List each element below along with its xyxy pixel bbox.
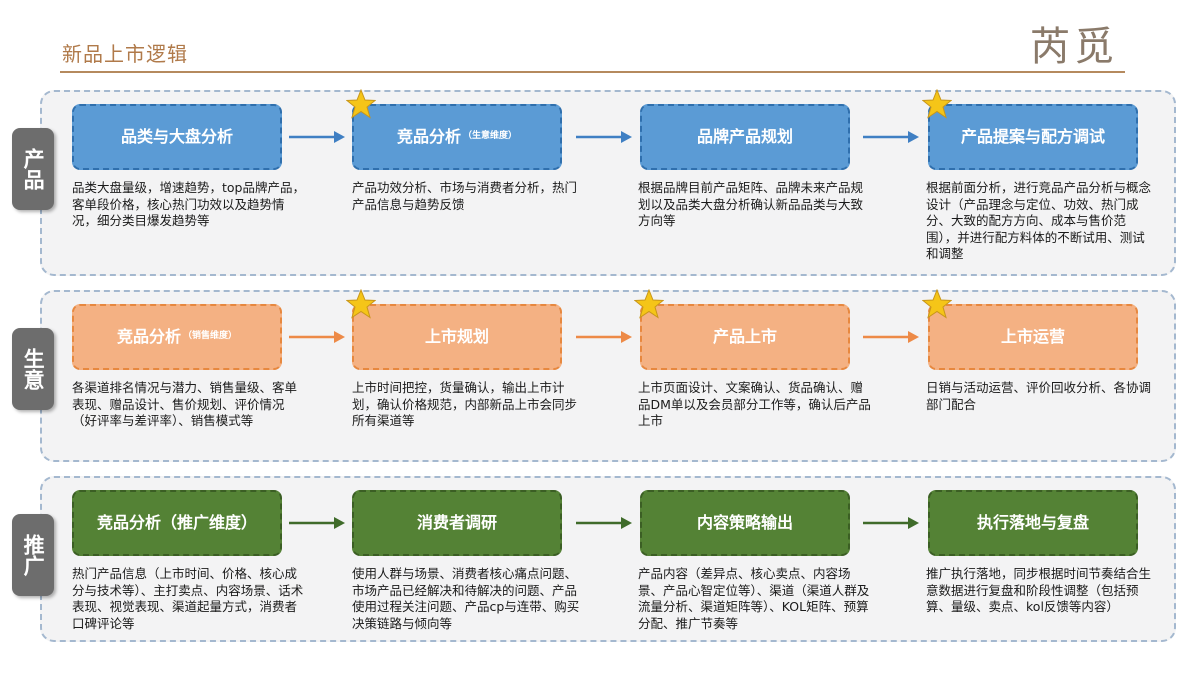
step-description: 日销与活动运营、评价回收分析、各协调部门配合 (926, 380, 1152, 412)
step-title: 上市规划 (424, 326, 489, 346)
step-box: 品类与大盘分析 (72, 104, 282, 170)
step-description: 热门产品信息（上市时间、价格、核心成分与技术等）、主打卖点、内容场景、话术表现、… (72, 566, 304, 631)
step-title: 产品上市 (712, 326, 777, 346)
arrow-icon (575, 515, 633, 531)
step-box: 产品提案与配方调试 (928, 104, 1138, 170)
star-icon (921, 88, 953, 119)
step-title: 品类与大盘分析 (120, 126, 233, 146)
row-label-product: 产品 (12, 128, 54, 210)
step-title: 品牌产品规划 (696, 126, 793, 146)
step-box: 品牌产品规划 (640, 104, 850, 170)
step-title: 内容策略输出 (696, 512, 793, 532)
step-description: 各渠道排名情况与潜力、销售量级、客单表现、赠品设计、售价规划、评价情况（好评率与… (72, 380, 298, 428)
step-title: 竞品分析 (116, 326, 181, 346)
step-description: 产品内容（差异点、核心卖点、内容场景、产品心智定位等）、渠道（渠道人群及流量分析… (638, 566, 870, 631)
arrow-icon (575, 129, 633, 145)
step-box: 竞品分析（销售维度） (72, 304, 282, 370)
step-subtitle: （销售维度） (183, 331, 238, 342)
step-subtitle: （生意维度） (463, 131, 518, 142)
step-title: 竞品分析 (396, 126, 461, 146)
step-description: 根据品牌目前产品矩阵、品牌未来产品规划以及品类大盘分析确认新品品类与大致方向等 (638, 180, 864, 228)
title-divider (60, 71, 1125, 73)
row-label-business: 生意 (12, 328, 54, 410)
arrow-icon (575, 329, 633, 345)
step-box: 产品上市 (640, 304, 850, 370)
step-title: 执行落地与复盘 (976, 512, 1089, 532)
step-box: 内容策略输出 (640, 490, 850, 556)
arrow-icon (862, 129, 920, 145)
star-icon (633, 288, 665, 319)
arrow-icon (288, 129, 346, 145)
step-box: 消费者调研 (352, 490, 562, 556)
star-icon (345, 88, 377, 119)
arrow-icon (288, 329, 346, 345)
step-title: 竞品分析（推广维度） (96, 512, 257, 532)
arrow-icon (862, 329, 920, 345)
step-box: 上市规划 (352, 304, 562, 370)
step-description: 推广执行落地，同步根据时间节奏结合生意数据进行复盘和阶段性调整（包括预算、量级、… (926, 566, 1152, 614)
star-icon (345, 288, 377, 319)
step-description: 品类大盘量级，增速趋势，top品牌产品，客单段价格，核心热门功效以及趋势情况，细… (72, 180, 305, 228)
page-title: 新品上市逻辑 (62, 42, 188, 66)
step-box: 竞品分析（推广维度） (72, 490, 282, 556)
step-description: 使用人群与场景、消费者核心痛点问题、市场产品已经解决和待解决的问题、产品使用过程… (352, 566, 580, 631)
step-box: 竞品分析（生意维度） (352, 104, 562, 170)
step-description: 上市时间把控，货量确认，输出上市计划，确认价格规范，内部新品上市会同步所有渠道等 (352, 380, 578, 428)
step-title: 上市运营 (1000, 326, 1065, 346)
brand-logo: 芮觅 (1030, 24, 1118, 70)
arrow-icon (288, 515, 346, 531)
step-title: 产品提案与配方调试 (960, 126, 1105, 146)
step-title: 消费者调研 (416, 512, 497, 532)
row-label-promotion: 推广 (12, 514, 54, 596)
step-box: 上市运营 (928, 304, 1138, 370)
step-box: 执行落地与复盘 (928, 490, 1138, 556)
step-description: 上市页面设计、文案确认、货品确认、赠品DM单以及会员部分工作等，确认后产品上市 (638, 380, 871, 428)
step-description: 根据前面分析，进行竞品产品分析与概念设计（产品理念与定位、功效、热门成分、大致的… (926, 180, 1152, 261)
step-description: 产品功效分析、市场与消费者分析，热门产品信息与趋势反馈 (352, 180, 578, 212)
star-icon (921, 288, 953, 319)
arrow-icon (862, 515, 920, 531)
